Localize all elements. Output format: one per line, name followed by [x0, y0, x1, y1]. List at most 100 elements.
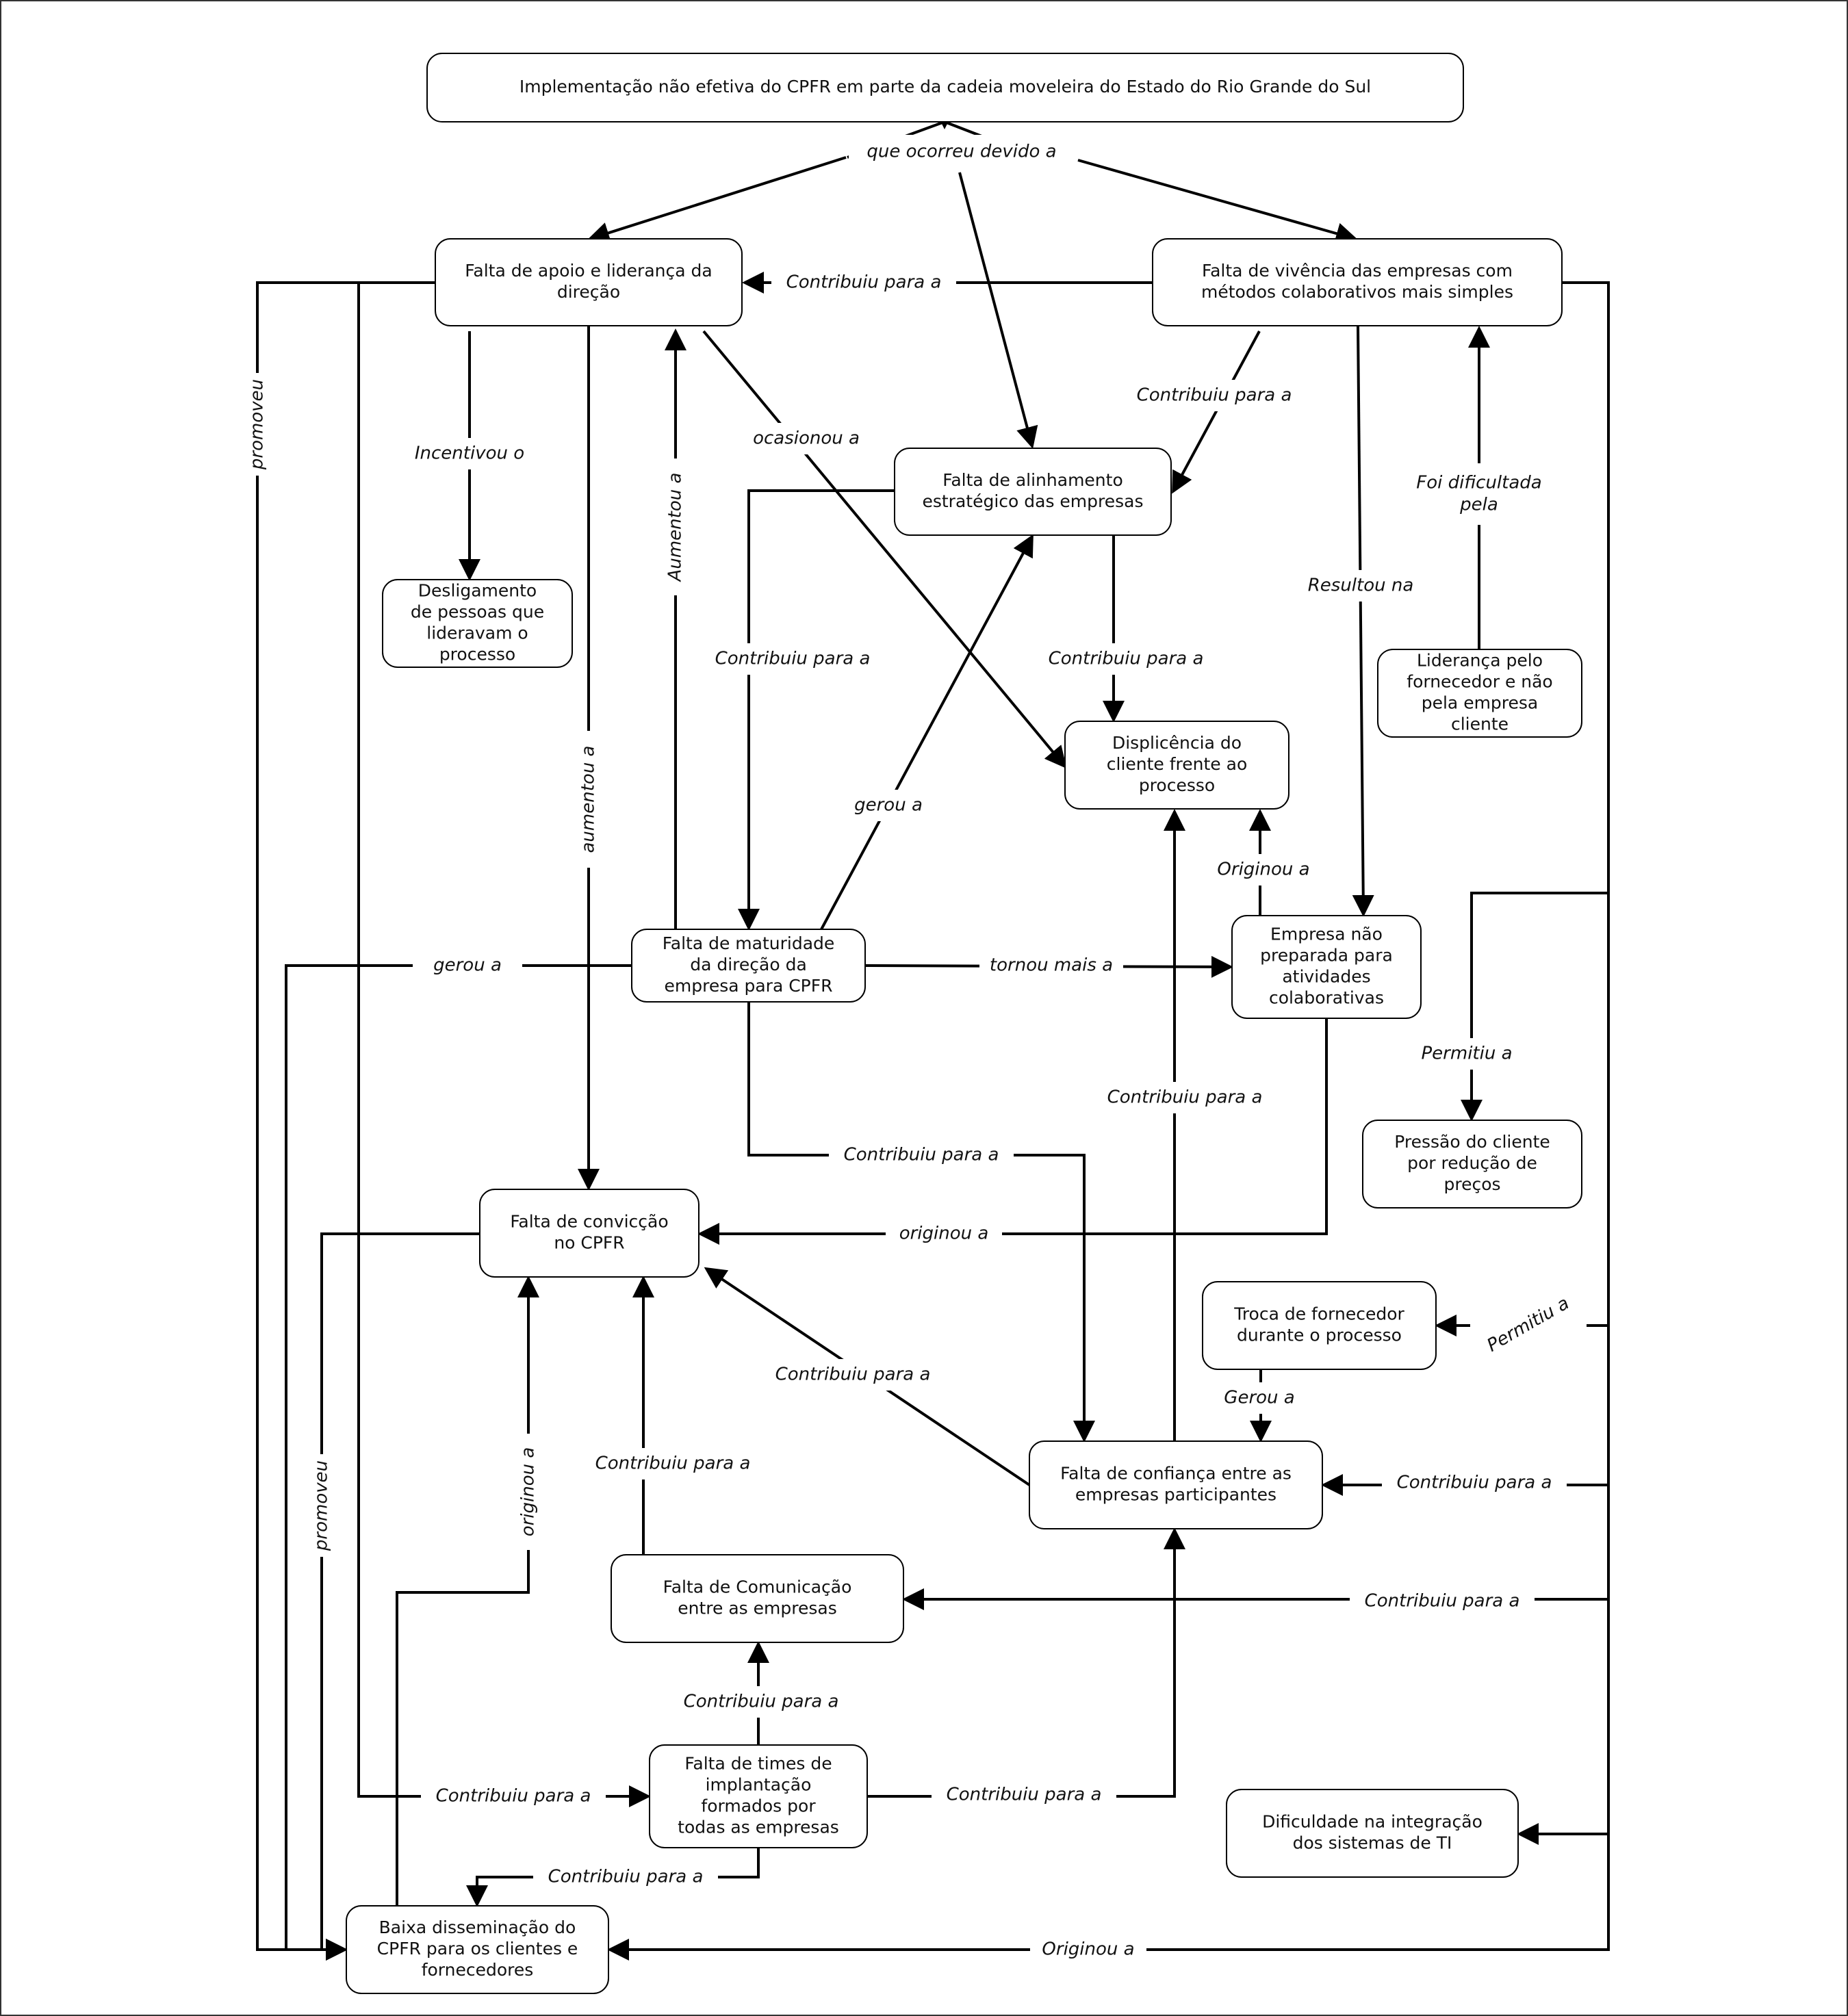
edge-label-text: Contribuiu para a [1137, 385, 1292, 406]
node-text: cliente [1451, 714, 1509, 734]
node-text: Falta de times de [684, 1754, 832, 1774]
edge-label-contrib-times-com: Contribuiu para a [669, 1686, 854, 1718]
edge-label-text: pela [1459, 495, 1498, 515]
edge-label-gerou-mat-left: gerou a [413, 950, 522, 981]
nodes-layer: Implementação não efetiva do CPFR em par… [346, 53, 1582, 1994]
edge-label-contrib-alin-mat: Contribuiu para a [700, 643, 885, 675]
edge-label-text: Contribuiu para a [548, 1867, 704, 1887]
node-text: colaborativas [1269, 988, 1384, 1008]
node-text: Falta de Comunicação [663, 1577, 852, 1597]
node-root: Implementação não efetiva do CPFR em par… [426, 53, 1464, 122]
node-troca: Troca de fornecedor durante o processo [1202, 1281, 1437, 1370]
edge-right-pressao [1461, 892, 1607, 1122]
node-text: Falta de maturidade [663, 933, 835, 953]
node-text: cliente frente ao [1107, 754, 1248, 774]
node-text: de pessoas que [411, 602, 544, 622]
node-box [1202, 1281, 1437, 1370]
edge-label-gerou-mat-alin: gerou a [834, 790, 943, 821]
edge-label-text: Contribuiu para a [1365, 1591, 1520, 1612]
node-text: Falta de convicção [510, 1212, 668, 1232]
edge-label-aumentou-2: aumentou a [573, 731, 604, 868]
edge-label-text: Contribuiu para a [786, 272, 942, 293]
edge-label-promoveu-1: promoveu [242, 373, 273, 476]
edge-label-text: originou a [899, 1224, 989, 1244]
edge-label-permitiu-pressao: Permitiu a [1409, 1038, 1525, 1070]
node-text: Troca de fornecedor [1233, 1304, 1404, 1324]
edge-label-originou-emp-conv: originou a [886, 1218, 1002, 1250]
edge-label-text: Foi dificultada [1416, 473, 1541, 493]
edge-label-text: Gerou a [1224, 1388, 1294, 1408]
edge-label-text: aumentou a [578, 746, 599, 853]
node-box [479, 1189, 700, 1278]
node-text: Empresa não [1270, 925, 1383, 944]
edge-label-contrib-conf-disp: Contribuiu para a [1092, 1082, 1277, 1113]
edge-label-contrib-conf-conv: Contribuiu para a [760, 1359, 945, 1391]
node-text: Implementação não efetiva do CPFR em par… [519, 77, 1371, 96]
edge-root-apoio [587, 156, 847, 244]
node-box [435, 238, 743, 326]
edge-label-contrib-mat-conf: Contribuiu para a [829, 1139, 1014, 1171]
edge-label-contrib-alin-disp: Contribuiu para a [1034, 643, 1218, 675]
edge-label-text: Aumentou a [665, 473, 686, 583]
edge-label-text: Resultou na [1308, 576, 1414, 596]
node-text: por redução de [1407, 1153, 1537, 1173]
edge-label-text: promoveu [247, 379, 268, 470]
edge-root-alinhamento [958, 172, 1038, 449]
edge-alinhamento-maturidade [738, 489, 895, 931]
edge-label-incentivou: Incentivou o [401, 438, 538, 469]
edge-label-text: Contribuiu para a [1049, 649, 1204, 669]
edge-label-aumentou-1: Aumentou a [660, 458, 691, 595]
edge-label-text: Contribuiu para a [1107, 1087, 1263, 1108]
edge-times-confianca [867, 1527, 1185, 1798]
edge-left-times [357, 283, 651, 1807]
node-text: Falta de alinhamento [942, 470, 1123, 490]
node-text: formados por [701, 1796, 816, 1816]
node-box [1064, 721, 1289, 810]
node-text: preços [1443, 1174, 1500, 1194]
edge-label-text: tornou mais a [990, 955, 1113, 976]
node-text: empresa para CPFR [664, 976, 832, 996]
node-text: preparada para [1260, 946, 1393, 966]
node-text: lideravam o [426, 623, 528, 643]
node-text: dos sistemas de TI [1293, 1833, 1452, 1853]
node-comunicacao: Falta de Comunicação entre as empresas [611, 1554, 904, 1643]
edge-label-contrib-right-com: Contribuiu para a [1350, 1586, 1535, 1617]
node-box [382, 579, 573, 668]
edge-label-text: Incentivou o [415, 443, 524, 464]
node-text: Pressão do cliente [1394, 1132, 1550, 1152]
edge-label-text: Contribuiu para a [436, 1786, 591, 1807]
node-box [1362, 1120, 1582, 1209]
edge-label-que-ocorreu: que ocorreu devido a [849, 135, 1075, 169]
node-text: Dificuldade na integração [1262, 1812, 1483, 1832]
node-text: Liderança pelo [1417, 651, 1543, 671]
node-text: implantação [706, 1775, 812, 1795]
node-box [631, 929, 866, 1003]
node-box [346, 1905, 609, 1994]
node-text: Displicência do [1112, 733, 1242, 753]
node-text: fornecedor e não [1407, 672, 1552, 692]
node-text: processo [439, 645, 515, 664]
edge-label-text: Originou a [1042, 1939, 1134, 1960]
node-box [1152, 238, 1563, 326]
edge-label-text: Contribuiu para a [684, 1692, 839, 1712]
node-box [426, 53, 1464, 122]
node-box [1226, 1789, 1519, 1878]
node-text: durante o processo [1237, 1326, 1402, 1345]
node-text: CPFR para os clientes e [377, 1939, 578, 1959]
edge-label-text: Contribuiu para a [715, 649, 871, 669]
edge-label-text: Contribuiu para a [595, 1453, 751, 1474]
node-text: entre as empresas [678, 1599, 836, 1618]
node-box [1231, 915, 1422, 1019]
edge-label-text: Contribuiu para a [775, 1365, 931, 1385]
edge-label-contrib-viv-alin: Contribuiu para a [1122, 380, 1307, 411]
edge-label-contrib-left-times: Contribuiu para a [421, 1781, 606, 1812]
edge-label-text: Permitiu a [1421, 1044, 1512, 1064]
